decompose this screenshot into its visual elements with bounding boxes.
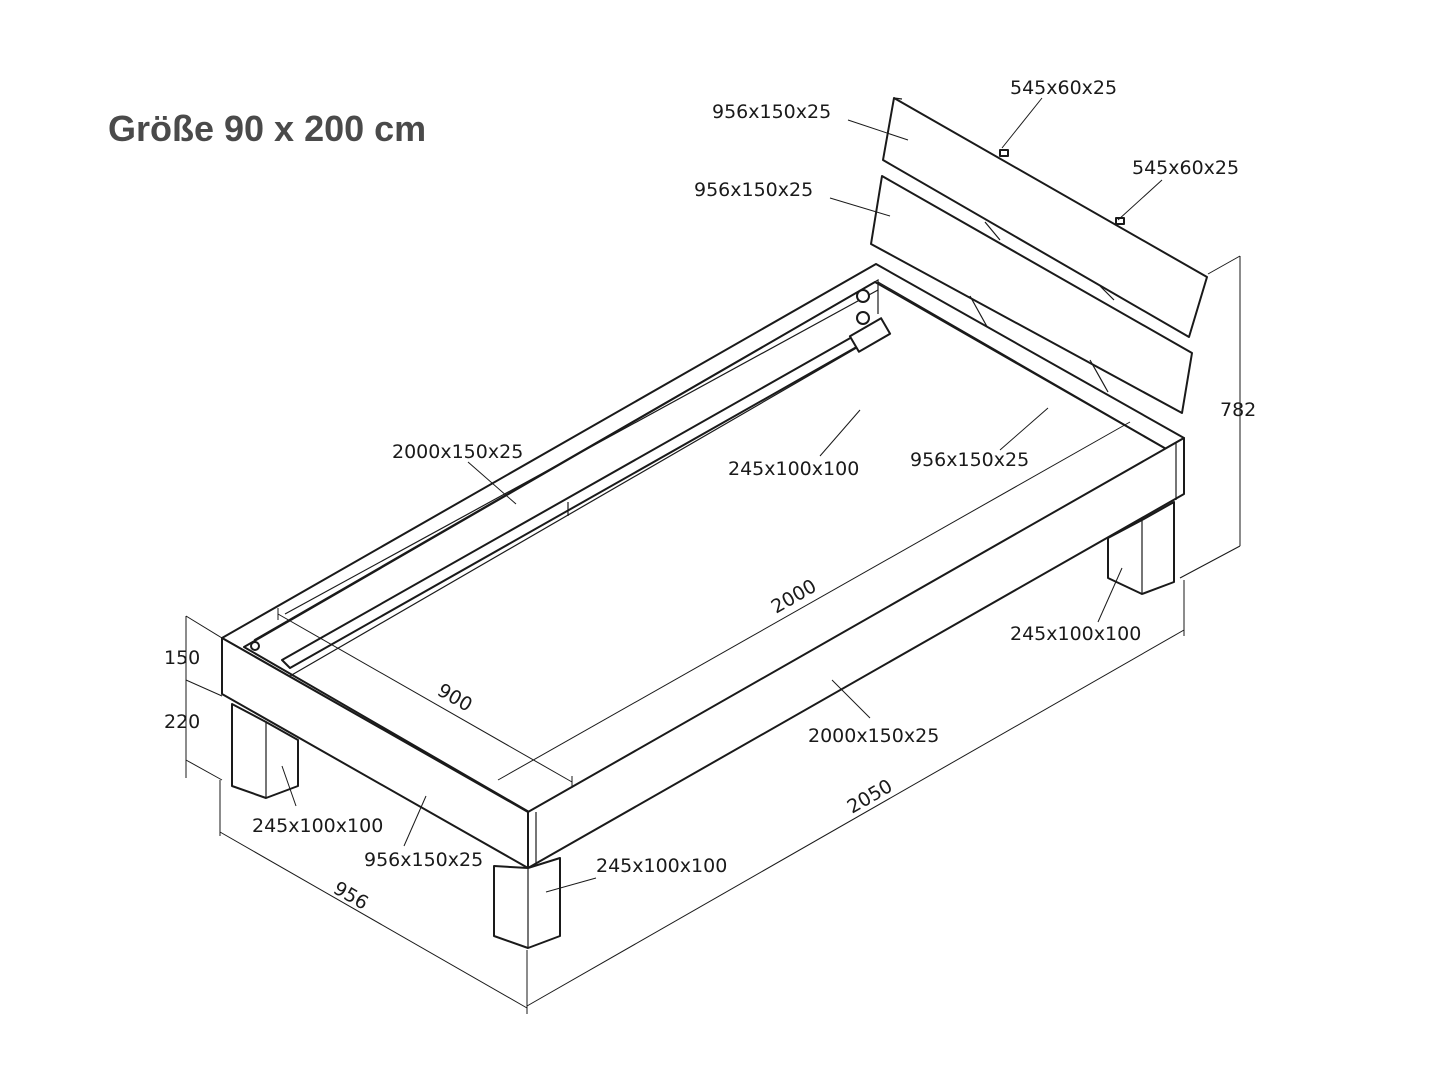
side-rail-front [527, 437, 1185, 869]
dim-leg-clearance: 220 [164, 711, 200, 733]
label-leg-front-right: 245x100x100 [596, 855, 727, 877]
label-leg-back-right: 245x100x100 [1010, 623, 1141, 645]
bolt-hole [856, 311, 870, 325]
label-headboard-lower-board: 956x150x25 [694, 179, 813, 201]
dim-rail-height: 150 [164, 647, 200, 669]
label-side-rail-front: 2000x150x25 [808, 725, 939, 747]
label-foot-rail: 956x150x25 [364, 849, 483, 871]
label-headboard-upper-board: 956x150x25 [712, 101, 831, 123]
dim-headboard-height: 782 [1220, 399, 1256, 421]
headboard [870, 97, 1208, 414]
label-head-rail: 956x150x25 [910, 449, 1029, 471]
page-title: Größe 90 x 200 cm [108, 108, 427, 149]
dim-outer-width: 956 [330, 877, 372, 914]
headboard-rail-right [1089, 359, 1109, 393]
dimension-lines [185, 255, 1241, 1014]
headboard-upper-board [882, 97, 1208, 338]
label-headboard-rail-left: 545x60x25 [1010, 77, 1117, 99]
bolt-hole [250, 641, 260, 651]
headboard-rail-top-cap [999, 149, 1009, 157]
label-leg-back-left: 245x100x100 [728, 458, 859, 480]
support-bracket [848, 317, 892, 353]
bed-frame [221, 263, 1185, 869]
headboard-lower-board [870, 175, 1193, 414]
bolt-hole [856, 289, 870, 303]
leg-front-right [493, 857, 561, 949]
label-leg-front-left: 245x100x100 [252, 815, 383, 837]
label-side-rail-back: 2000x150x25 [392, 441, 523, 463]
label-headboard-rail-right: 545x60x25 [1132, 157, 1239, 179]
leader-lines [281, 97, 1163, 893]
dim-outer-length: 2050 [844, 775, 897, 818]
